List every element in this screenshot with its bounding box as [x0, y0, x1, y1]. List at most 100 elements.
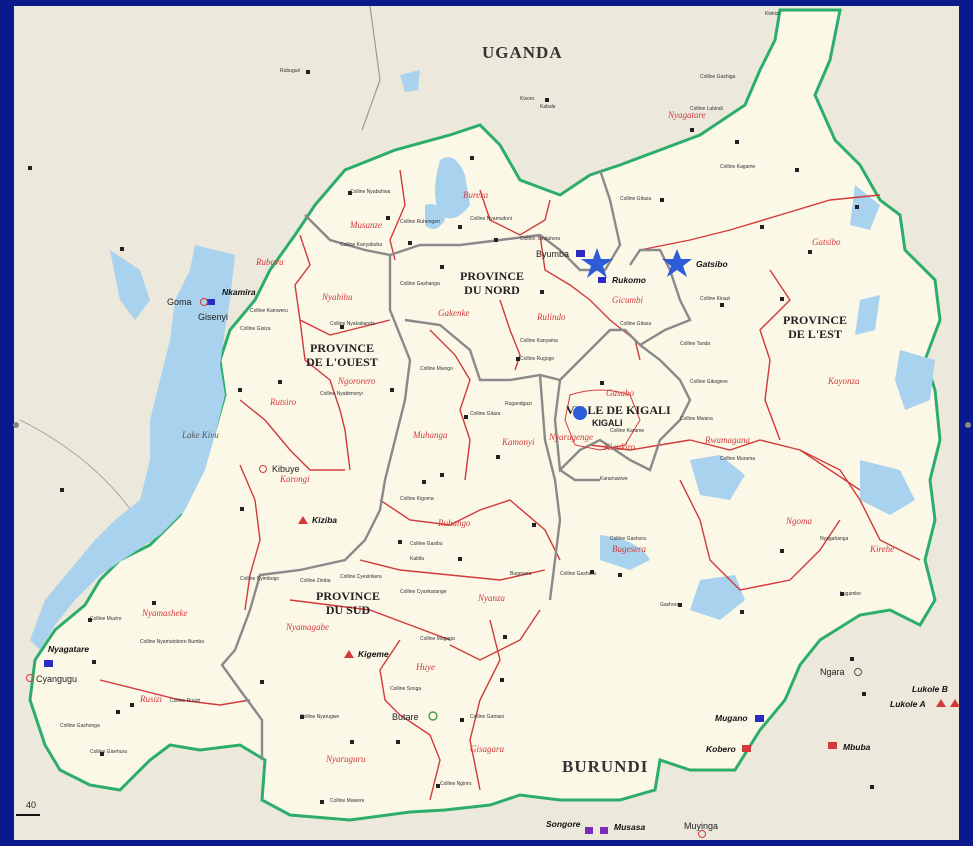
svg-text:Burera: Burera: [463, 190, 489, 200]
svg-text:Colline Tanda: Colline Tanda: [680, 341, 710, 347]
svg-text:Karamawwe: Karamawwe: [600, 476, 628, 482]
svg-text:Colline Gitara: Colline Gitara: [470, 411, 501, 417]
province-label-ouest-2: DE L'OUEST: [306, 355, 378, 369]
svg-text:Musasa: Musasa: [614, 822, 645, 832]
svg-text:Gatsibo: Gatsibo: [696, 259, 728, 269]
svg-text:Colline Gashanga: Colline Gashanga: [400, 281, 440, 287]
svg-text:Rukomo: Rukomo: [612, 275, 646, 285]
svg-text:Cyangugu: Cyangugu: [36, 674, 77, 684]
svg-text:Colline Zimba: Colline Zimba: [300, 578, 331, 584]
svg-text:Rutsiro: Rutsiro: [269, 397, 297, 407]
svg-text:Butare: Butare: [392, 712, 419, 722]
svg-text:Colline Lubindi: Colline Lubindi: [690, 106, 723, 112]
district-boundaries: [99, 169, 921, 801]
svg-text:Colline Nyabimonyi: Colline Nyabimonyi: [320, 391, 363, 397]
province-boundaries: [220, 169, 692, 760]
svg-text:Colline Kigoma: Colline Kigoma: [400, 496, 434, 502]
svg-text:Gisenyi: Gisenyi: [198, 312, 228, 322]
svg-text:Colline Karame: Colline Karame: [610, 428, 644, 434]
svg-text:Colline Gitaza: Colline Gitaza: [620, 321, 651, 327]
svg-text:Colline Cyankarange: Colline Cyankarange: [400, 589, 447, 595]
province-label-est-1: PROVINCE: [783, 313, 847, 327]
water-body: [690, 575, 745, 620]
edge-handle-right[interactable]: [965, 422, 971, 428]
svg-text:Lukole B: Lukole B: [912, 684, 948, 694]
svg-text:Kiziba: Kiziba: [312, 515, 337, 525]
svg-text:Kirehe: Kirehe: [869, 544, 894, 554]
svg-text:Lugambe: Lugambe: [840, 591, 861, 597]
svg-text:Colline Gisiza: Colline Gisiza: [240, 326, 271, 332]
svg-text:Colline Murama: Colline Murama: [720, 456, 755, 462]
svg-text:Colline Nyabuhwa: Colline Nyabuhwa: [350, 189, 391, 195]
water-body: [110, 250, 150, 320]
svg-text:Colline Muzire: Colline Muzire: [90, 616, 122, 622]
svg-text:Colline Rugogo: Colline Rugogo: [520, 356, 554, 362]
svg-text:Byumba: Byumba: [536, 249, 569, 259]
svg-text:Colline Gamasi: Colline Gamasi: [470, 714, 504, 720]
svg-text:Colline Nyakabanda: Colline Nyakabanda: [330, 321, 375, 327]
svg-text:Colline Gasibu: Colline Gasibu: [410, 541, 443, 547]
star-marker-2[interactable]: [662, 249, 692, 277]
svg-text:Colline Nyarugwe: Colline Nyarugwe: [300, 714, 339, 720]
svg-text:Mbuba: Mbuba: [843, 742, 871, 752]
neighbor-border: [361, 5, 381, 131]
svg-text:Colline Kinazi: Colline Kinazi: [700, 296, 730, 302]
svg-text:Colline Rusizi: Colline Rusizi: [170, 698, 200, 704]
svg-text:Kobero: Kobero: [706, 744, 736, 754]
svg-text:Kabila: Kabila: [410, 556, 424, 562]
lake-kivu-label: Lake Kivu: [181, 430, 219, 440]
svg-text:Colline Kanyama: Colline Kanyama: [520, 338, 558, 344]
svg-text:Bugesera: Bugesera: [510, 571, 532, 577]
star-marker-1[interactable]: [581, 248, 613, 278]
svg-text:Colline Kanyabuba: Colline Kanyabuba: [340, 242, 382, 248]
svg-text:Nyaruguru: Nyaruguru: [325, 754, 366, 764]
village-markers: [28, 70, 874, 804]
water-body: [600, 535, 650, 570]
svg-text:Karongi: Karongi: [279, 474, 310, 484]
svg-text:Songore: Songore: [546, 819, 581, 829]
province-label-ouest-1: PROVINCE: [310, 341, 374, 355]
svg-text:Colline Mawere: Colline Mawere: [330, 798, 365, 804]
svg-text:Kayonza: Kayonza: [827, 376, 860, 386]
svg-text:Colline Mugaga: Colline Mugaga: [420, 636, 455, 642]
svg-text:Gisagara: Gisagara: [470, 744, 505, 754]
svg-text:Kinkizi: Kinkizi: [765, 11, 779, 17]
province-label-sud-1: PROVINCE: [316, 589, 380, 603]
svg-text:Nyamagabe: Nyamagabe: [285, 622, 329, 632]
edge-handle-left[interactable]: [13, 422, 19, 428]
svg-text:Nyarugenge: Nyarugenge: [548, 432, 593, 442]
svg-text:Colline Gashora: Colline Gashora: [560, 571, 596, 577]
svg-text:Colline Kamweru: Colline Kamweru: [250, 308, 288, 314]
country-label-burundi: BURUNDI: [562, 757, 648, 776]
svg-text:Colline Nyamudoni: Colline Nyamudoni: [470, 216, 512, 222]
svg-text:Colline Songa: Colline Songa: [390, 686, 421, 692]
lake-kivu: [30, 245, 235, 650]
svg-text:Gicumbi: Gicumbi: [612, 295, 643, 305]
kigali-boundary: [564, 389, 641, 451]
province-label-nord-2: DU NORD: [464, 283, 520, 297]
svg-text:Kisoro: Kisoro: [520, 96, 534, 102]
province-label-sud-2: DU SUD: [326, 603, 371, 617]
minor-placenames: Collino Tandahera Colline Gashiga Collin…: [60, 11, 861, 804]
svg-text:Kicukiro: Kicukiro: [603, 442, 636, 452]
svg-text:Nyagahanga: Nyagahanga: [820, 536, 849, 542]
svg-text:Colline Cyimbogo: Colline Cyimbogo: [240, 576, 279, 582]
svg-text:Colline Gashonga: Colline Gashonga: [60, 723, 100, 729]
svg-text:Nyamasheke: Nyamasheke: [141, 608, 187, 618]
country-label-uganda: UGANDA: [482, 43, 563, 62]
svg-text:Muyinga: Muyinga: [684, 821, 718, 831]
svg-text:Rulindo: Rulindo: [536, 312, 566, 322]
svg-text:Nyagatare: Nyagatare: [667, 110, 706, 120]
svg-text:Collino Tandahera: Collino Tandahera: [520, 236, 560, 242]
water-body: [860, 460, 915, 515]
svg-text:Rugandgazi: Rugandgazi: [505, 401, 532, 407]
water-body: [690, 455, 745, 500]
lake-burera: [435, 157, 470, 219]
svg-text:Colline Ngiriro: Colline Ngiriro: [440, 781, 472, 787]
svg-text:Gashora: Gashora: [660, 602, 679, 608]
kigali-marker[interactable]: [573, 406, 587, 420]
svg-text:Colline Kagame: Colline Kagame: [720, 164, 756, 170]
scale-label: 40: [26, 800, 36, 810]
